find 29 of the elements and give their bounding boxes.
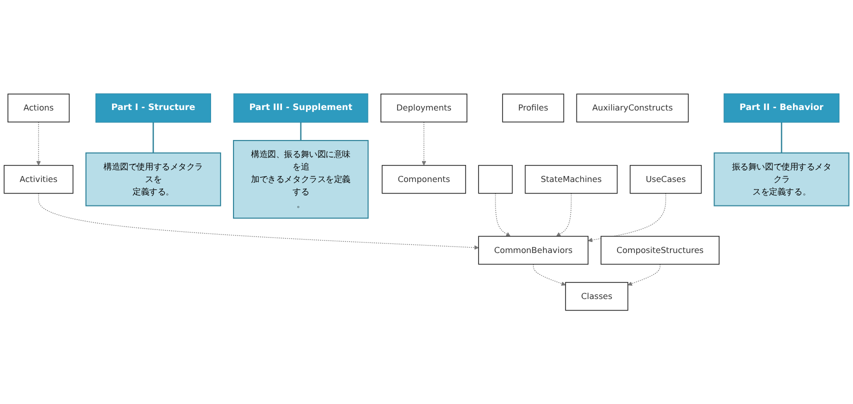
- arrow: [36, 122, 41, 166]
- arrow: [495, 193, 511, 236]
- node-box: AuxiliaryConstructs: [576, 94, 689, 122]
- node-box: StateMachines: [524, 164, 618, 194]
- node-box: [478, 164, 513, 194]
- connector: [300, 122, 302, 141]
- node-box: Actions: [8, 94, 70, 122]
- node-box: Profiles: [502, 94, 564, 122]
- node-box: Deployments: [380, 94, 468, 122]
- arrow: [533, 264, 566, 286]
- node-box: Part II - Behavior: [724, 93, 840, 123]
- arrow: [556, 193, 572, 236]
- node-box: 構造図、振る舞い図に意味を追加できるメタクラスを定義する。: [232, 140, 369, 219]
- node-box: Classes: [565, 282, 628, 311]
- node-box: Components: [382, 164, 466, 194]
- node-box: 構造図で使用するメタクラスを定義する。: [85, 152, 222, 206]
- arrow: [422, 122, 426, 166]
- arrow: [628, 264, 660, 286]
- arrow: [588, 193, 666, 242]
- connector: [780, 122, 782, 153]
- node-box: 振る舞い図で使用するメタクラスを定義する。: [714, 152, 850, 206]
- node-box: Activities: [4, 164, 74, 194]
- node-box: CompositeStructures: [600, 236, 720, 265]
- arrow: [38, 193, 479, 250]
- node-box: Part I - Structure: [95, 93, 212, 123]
- node-box: Part III - Supplement: [233, 93, 368, 123]
- node-box: CommonBehaviors: [478, 236, 588, 265]
- connector: [152, 122, 154, 153]
- node-box: UseCases: [630, 164, 702, 194]
